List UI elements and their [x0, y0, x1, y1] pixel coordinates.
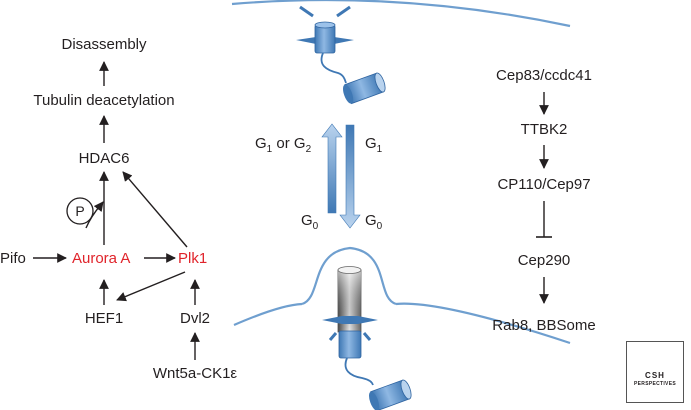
phospho-circle	[66, 197, 94, 225]
label-cep83: Cep83/ccdc41	[496, 67, 592, 84]
bottom-cell	[233, 246, 571, 410]
top-cell	[231, 0, 571, 105]
label-hef1: HEF1	[84, 310, 124, 327]
arrow-phospho-curve	[85, 201, 104, 229]
label-wnt5a: Wnt5a-CK1ε	[152, 365, 238, 382]
bottom-membrane-right	[395, 302, 571, 345]
label-tubulin-deacetylation: Tubulin deacetylation	[33, 92, 175, 109]
bottom-membrane-left	[233, 302, 303, 327]
cell-cycle-arrows	[321, 123, 361, 229]
bottom-linker	[344, 357, 374, 386]
label-ttbk2: TTBK2	[520, 121, 568, 138]
label-phospho: P	[75, 203, 85, 219]
csh-perspectives-logo: CSH PERSPECTIVES	[626, 341, 684, 403]
arrow-up-disassembly	[321, 123, 343, 214]
label-g1-or-g2: G1 or G2	[255, 135, 312, 155]
top-daughter-centriole	[343, 72, 386, 105]
logo-line2: PERSPECTIVES	[634, 381, 676, 387]
ciliary-membrane	[301, 246, 397, 306]
label-cep290: Cep290	[517, 252, 571, 269]
label-pifo: Pifo	[0, 250, 26, 267]
label-cp110: CP110/Cep97	[497, 176, 591, 193]
label-disassembly: Disassembly	[61, 36, 147, 53]
top-linker	[320, 52, 347, 84]
label-g0-right: G0	[365, 212, 383, 232]
label-rab8-bbsome: Rab8, BBSome	[492, 317, 596, 334]
basal-body	[322, 316, 378, 359]
top-membrane	[231, 0, 571, 28]
bottom-daughter-centriole	[369, 379, 412, 410]
label-dvl2: Dvl2	[179, 310, 211, 327]
label-aurora-a: Aurora A	[72, 250, 131, 267]
logo-line1: CSH	[645, 371, 665, 380]
top-mother-centriole	[296, 5, 354, 54]
label-plk1: Plk1	[178, 250, 208, 267]
label-g1: G1	[365, 135, 383, 155]
label-g0-left: G0	[301, 212, 319, 232]
arrow-plk1-to-hef1	[116, 271, 186, 302]
left-pathway-arrows	[33, 61, 200, 360]
arrow-down-assembly	[339, 124, 361, 229]
label-hdac6: HDAC6	[78, 150, 130, 167]
arrow-plk1-to-hdac6	[122, 171, 188, 248]
right-pathway-arrows	[536, 92, 552, 304]
